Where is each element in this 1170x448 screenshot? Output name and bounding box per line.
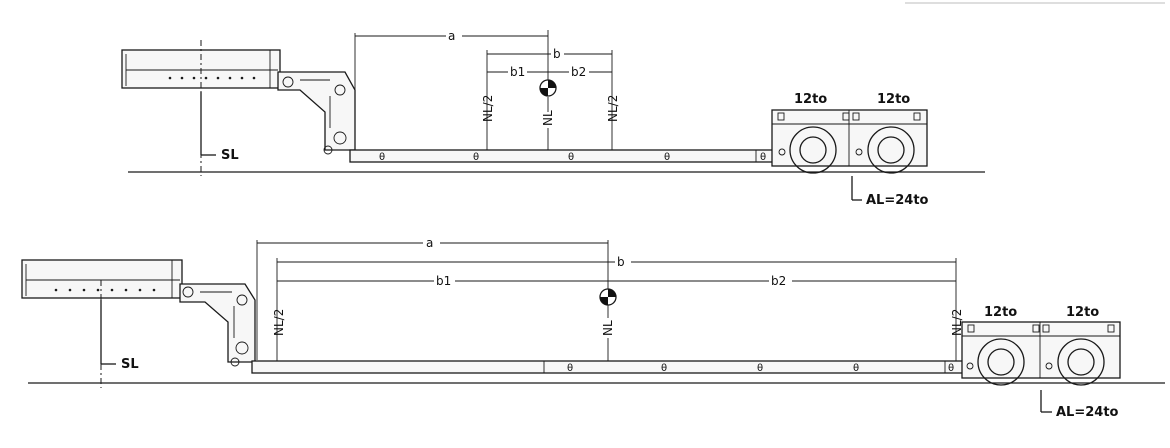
dim-b2-label: b2 bbox=[771, 274, 786, 288]
nl-half-right-label: NL/2 bbox=[950, 309, 964, 336]
dimension-b: b b1 b2 bbox=[486, 47, 613, 150]
axle-load-label: 12to bbox=[984, 305, 1017, 320]
dim-b2-label: b2 bbox=[571, 65, 586, 79]
wheel-1 bbox=[977, 338, 1025, 386]
axle-load-label: 12to bbox=[877, 92, 910, 107]
deck-marker: θ bbox=[568, 152, 574, 163]
sl-marker: SL bbox=[200, 40, 239, 176]
deck-marker: θ bbox=[379, 152, 385, 163]
gooseneck-arm bbox=[179, 283, 256, 367]
diagram-bottom: SL θ θ θ θ θ 12to bbox=[21, 236, 1165, 420]
sl-marker: SL bbox=[100, 280, 139, 388]
perforation-row bbox=[168, 76, 256, 80]
al-label: AL=24to bbox=[866, 193, 929, 208]
wheel-2 bbox=[1057, 338, 1105, 386]
dim-b-label: b bbox=[617, 255, 625, 269]
perforation-row bbox=[54, 288, 156, 292]
al-label: AL=24to bbox=[1056, 405, 1119, 420]
nl-half-left-label: NL/2 bbox=[481, 95, 495, 122]
al-marker: AL=24to bbox=[1040, 390, 1119, 420]
deck-marker: θ bbox=[948, 363, 954, 374]
deck-marker: θ bbox=[664, 152, 670, 163]
dim-a-label: a bbox=[426, 236, 433, 250]
rear-axle-module: 12to 12to bbox=[771, 92, 928, 174]
dim-a-label: a bbox=[448, 29, 455, 43]
deck-marker: θ bbox=[760, 152, 766, 163]
al-marker: AL=24to bbox=[851, 176, 929, 208]
dim-b1-label: b1 bbox=[436, 274, 451, 288]
nl-half-right-label: NL/2 bbox=[606, 95, 620, 122]
nl-center-marker: NL bbox=[539, 30, 557, 150]
axle-load-label: 12to bbox=[1066, 305, 1099, 320]
deck-marker: θ bbox=[661, 363, 667, 374]
trailer-deck: θ θ θ θ θ bbox=[251, 360, 965, 374]
gooseneck-arm bbox=[277, 71, 356, 155]
sl-label: SL bbox=[121, 357, 139, 372]
wheel-2 bbox=[867, 126, 915, 174]
nl-center-label: NL bbox=[601, 320, 615, 336]
deck-marker: θ bbox=[567, 363, 573, 374]
nl-center-label: NL bbox=[541, 110, 555, 126]
deck-marker: θ bbox=[757, 363, 763, 374]
wheel-1 bbox=[789, 126, 837, 174]
dim-b1-label: b1 bbox=[510, 65, 525, 79]
nl-half-left-label: NL/2 bbox=[272, 309, 286, 336]
axle-load-label: 12to bbox=[794, 92, 827, 107]
diagram-top: SL θ θ θ θ θ 12to 12t bbox=[121, 29, 985, 208]
dimension-a: a bbox=[256, 236, 608, 360]
gooseneck-platform bbox=[21, 259, 183, 299]
nl-center-marker: NL bbox=[599, 240, 617, 361]
deck-marker: θ bbox=[473, 152, 479, 163]
sl-label: SL bbox=[221, 148, 239, 163]
dimension-b: b b1 b2 bbox=[276, 255, 957, 361]
trailer-deck: θ θ θ θ θ bbox=[349, 149, 776, 163]
dim-b-label: b bbox=[553, 47, 561, 61]
dimension-a: a bbox=[354, 29, 548, 148]
deck-marker: θ bbox=[853, 363, 859, 374]
rear-axle-module: 12to 12to bbox=[961, 305, 1121, 386]
